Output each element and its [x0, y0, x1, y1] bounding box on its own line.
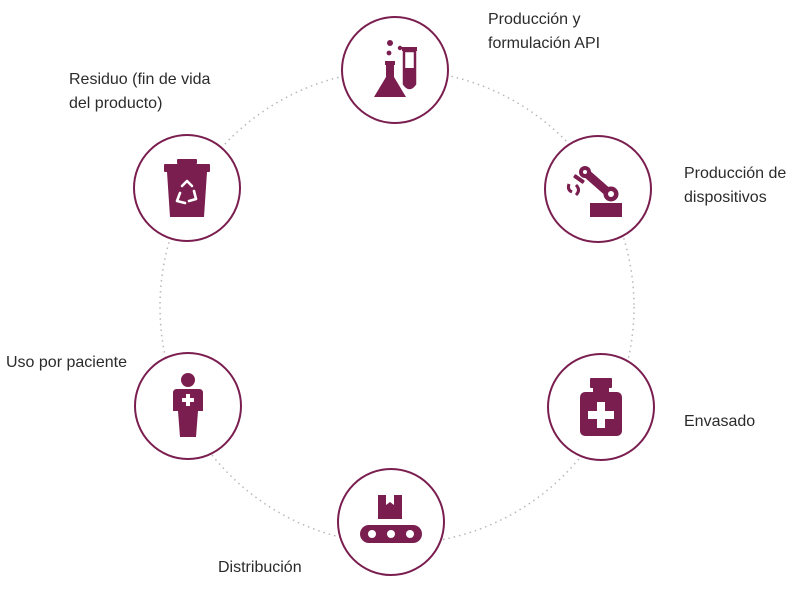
stage-node-api: [341, 16, 449, 124]
lab-flask-icon: [374, 40, 417, 97]
stage-label-line: formulación API: [488, 35, 601, 52]
stage-label-distribution: Distribución: [218, 556, 302, 580]
stage-label-packaging: Envasado: [684, 410, 755, 434]
conveyor-belt-icon: [360, 495, 422, 543]
stage-label-line: Envasado: [684, 413, 756, 430]
patient-icon: [173, 373, 203, 437]
stage-node-patient: [134, 352, 242, 460]
stage-label-line: Distribución: [218, 559, 302, 576]
stage-node-distribution: [337, 468, 445, 576]
medicine-bottle-icon: [580, 378, 622, 436]
dotted-cycle-path: [159, 69, 635, 545]
robot-arm-icon: [566, 166, 622, 217]
stage-label-api: Producción y formulación API: [488, 8, 600, 56]
recycle-bin-icon: [164, 159, 210, 217]
stage-label-devices: Producción de dispositivos: [684, 162, 786, 210]
stage-label-patient: Uso por paciente: [6, 351, 127, 375]
stage-label-line: Residuo (fin de vida: [69, 71, 211, 88]
stage-node-devices: [544, 135, 652, 243]
stage-label-waste: Residuo (fin de vida del producto): [69, 68, 210, 116]
stage-label-line: dispositivos: [684, 189, 767, 206]
stage-node-waste: [133, 134, 241, 242]
stage-label-line: Producción de: [684, 165, 787, 182]
stage-label-line: Producción y: [488, 11, 581, 28]
stage-label-line: del producto): [69, 95, 163, 112]
stage-label-line: Uso por paciente: [6, 354, 127, 371]
stage-node-packaging: [547, 353, 655, 461]
